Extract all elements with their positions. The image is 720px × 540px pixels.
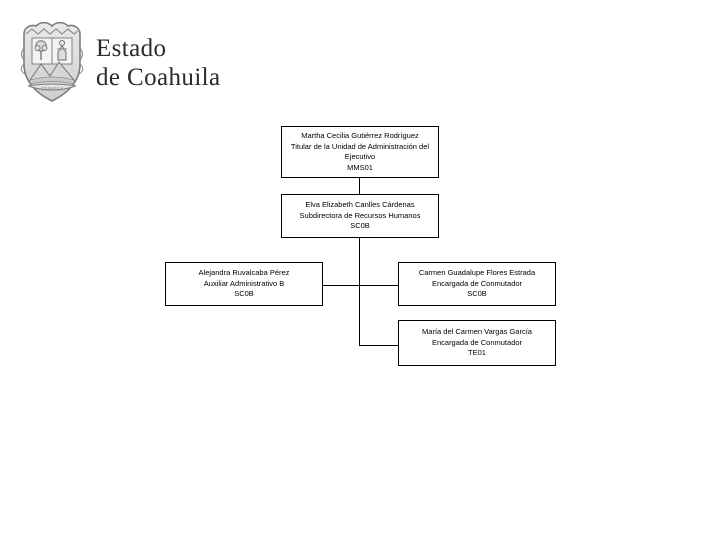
connector-branch-lower <box>359 345 399 346</box>
org-node-name: Alejandra Ruvalcaba Pérez <box>198 268 290 278</box>
org-node-conmutador-2[interactable]: María del Carmen Vargas García Encargada… <box>398 320 556 366</box>
org-node-name: Carmen Guadalupe Flores Estrada <box>418 268 536 278</box>
org-node-subdirectora[interactable]: Elva Elizabeth Canlles Cárdenas Subdirec… <box>281 194 439 238</box>
connector-subdirectora-trunk <box>359 238 360 345</box>
org-node-code: TE01 <box>468 348 486 358</box>
org-node-conmutador-1[interactable]: Carmen Guadalupe Flores Estrada Encargad… <box>398 262 556 306</box>
org-node-title: Subdirectora de Recursos Humanos <box>299 210 421 220</box>
letterhead: COAHUILA Estado de Coahuila <box>8 14 268 110</box>
org-node-titular[interactable]: Martha Cecilia Gutiérrez Rodríguez Titul… <box>281 126 439 178</box>
org-node-code: SC0B <box>350 221 370 231</box>
org-node-auxiliar-administrativo[interactable]: Alejandra Ruvalcaba Pérez Auxiliar Admin… <box>165 262 323 306</box>
org-node-code: SC0B <box>467 289 487 299</box>
svg-text:COAHUILA: COAHUILA <box>41 87 63 92</box>
org-node-name: María del Carmen Vargas García <box>422 327 532 337</box>
coahuila-coat-of-arms-icon: COAHUILA <box>14 18 90 106</box>
connector-branch-middle <box>323 285 399 286</box>
connector-titular-to-subdirectora <box>359 178 360 194</box>
wordmark-estado-de-coahuila: Estado de Coahuila <box>96 35 221 91</box>
org-node-title: Titular de la Unidad de Administración d… <box>290 141 430 162</box>
org-node-name: Martha Cecilia Gutiérrez Rodríguez <box>301 131 419 140</box>
org-node-name: Elva Elizabeth Canlles Cárdenas <box>305 200 415 210</box>
org-node-code: SC0B <box>234 289 254 299</box>
org-node-title: Auxiliar Administrativo B <box>203 278 285 288</box>
org-node-title: Encargada de Conmutador <box>431 337 523 347</box>
org-node-title: Encargada de Conmutador <box>431 278 523 288</box>
org-node-code: MMS01 <box>347 162 373 172</box>
